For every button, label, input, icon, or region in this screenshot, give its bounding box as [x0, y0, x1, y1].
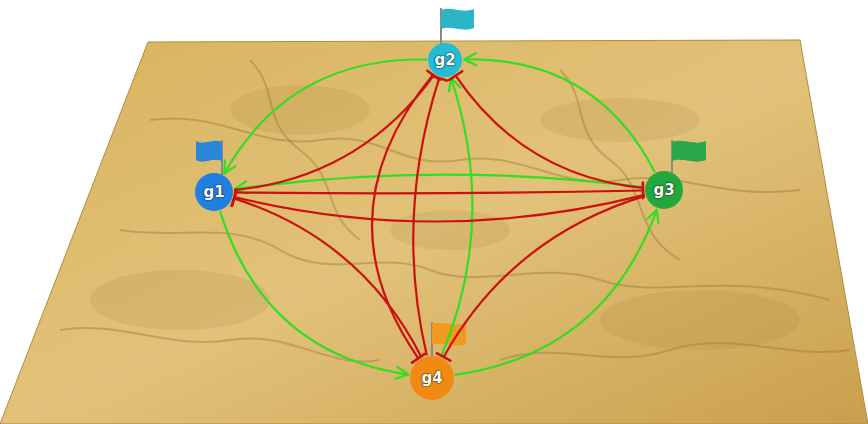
activation-edge	[455, 210, 657, 375]
inhibition-edge	[234, 198, 422, 357]
map-rivers	[60, 60, 850, 362]
inhibition-edge	[413, 78, 439, 356]
map-patches	[90, 85, 800, 350]
activation-edge	[441, 78, 472, 357]
inhibition-edge	[444, 196, 645, 357]
gene-circle: g3	[645, 171, 683, 209]
gene-circle: g2	[428, 43, 462, 77]
gene-label: g1	[203, 185, 224, 200]
activation-edge	[464, 59, 655, 172]
gene-label: g4	[421, 371, 442, 386]
inhibition-edge	[234, 195, 644, 222]
inhibition-edge	[372, 74, 434, 358]
gene-label: g3	[653, 183, 674, 198]
gene-circle: g4	[410, 356, 454, 400]
inhibition-edge	[234, 75, 434, 190]
inhibition-edge	[456, 76, 644, 188]
gene-label: g2	[434, 53, 455, 68]
inhibition-edge	[234, 191, 643, 194]
map-sheet	[0, 40, 868, 424]
gene-circle: g1	[195, 173, 233, 211]
flags	[196, 8, 706, 362]
